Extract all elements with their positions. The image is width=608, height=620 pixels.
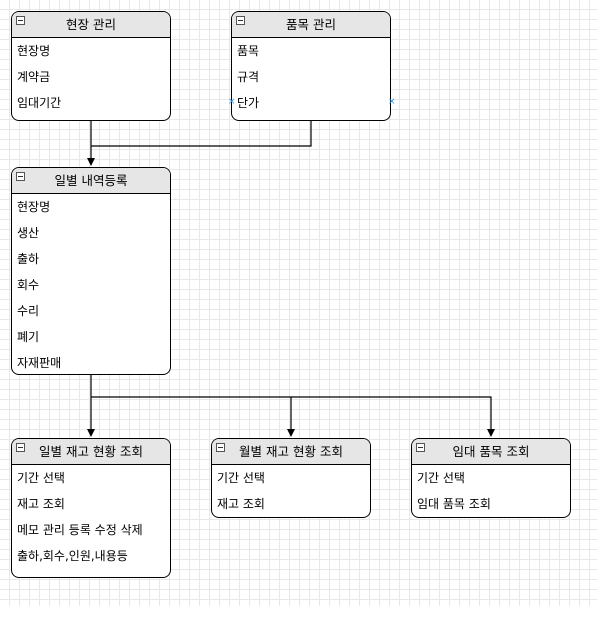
entity-title: 품목 관리 [286, 17, 336, 32]
collapse-icon[interactable] [416, 443, 425, 452]
entity-header: 임대 품목 조회 [412, 439, 570, 465]
connector-item-to-daily-entry[interactable] [91, 121, 312, 147]
entity-row[interactable]: 임대기간 [17, 96, 62, 110]
entity-row[interactable]: 규격 [237, 70, 260, 84]
collapse-icon[interactable] [16, 172, 25, 181]
entity-row[interactable]: 출하 [17, 252, 40, 266]
collapse-icon[interactable] [16, 16, 25, 25]
entity-row[interactable]: 단가 [237, 96, 260, 110]
entity-site-management[interactable]: 현장 관리 현장명 계약금 임대기간 [11, 11, 171, 121]
entity-row[interactable]: 자재판매 [17, 356, 62, 370]
entity-row[interactable]: 품목 [237, 44, 260, 58]
entity-row[interactable]: 기간 선택 [17, 471, 65, 485]
connection-point-icon[interactable]: × [388, 97, 396, 107]
collapse-icon[interactable] [236, 16, 245, 25]
entity-row[interactable]: 생산 [17, 226, 40, 240]
entity-title: 일별 재고 현황 조회 [39, 444, 143, 459]
entity-title: 월별 재고 현황 조회 [239, 444, 343, 459]
collapse-icon[interactable] [16, 443, 25, 452]
entity-header: 월별 재고 현황 조회 [212, 439, 370, 465]
entity-item-management[interactable]: 품목 관리 품목 규격 단가 [231, 11, 391, 121]
entity-header: 현장 관리 [12, 12, 170, 38]
entity-rental-items-inquiry[interactable]: 임대 품목 조회 기간 선택 임대 품목 조회 [411, 438, 571, 518]
entity-row[interactable]: 회수 [17, 278, 40, 292]
entity-header: 일별 재고 현황 조회 [12, 439, 170, 465]
connector-daily-entry-to-monthly-stock[interactable] [91, 396, 295, 437]
entity-row[interactable]: 출하,회수,인원,내용등 [17, 549, 128, 563]
entity-row[interactable]: 기간 선택 [417, 471, 465, 485]
entity-row[interactable]: 임대 품목 조회 [417, 497, 491, 511]
entity-daily-stock-inquiry[interactable]: 일별 재고 현황 조회 기간 선택 재고 조회 메모 관리 등록 수정 삭제 출… [11, 438, 171, 578]
entity-title: 임대 품목 조회 [452, 444, 530, 459]
entity-header: 품목 관리 [232, 12, 390, 38]
entity-row[interactable]: 현장명 [17, 44, 51, 58]
entity-monthly-stock-inquiry[interactable]: 월별 재고 현황 조회 기간 선택 재고 조회 [211, 438, 371, 518]
entity-row[interactable]: 계약금 [17, 70, 51, 84]
collapse-icon[interactable] [216, 443, 225, 452]
entity-row[interactable]: 기간 선택 [217, 471, 265, 485]
entity-title: 현장 관리 [66, 17, 116, 32]
entity-row[interactable]: 폐기 [17, 330, 40, 344]
entity-daily-entry[interactable]: 일별 내역등록 현장명 생산 출하 회수 수리 폐기 자재판매 [11, 167, 171, 375]
connector-daily-entry-to-rental-items[interactable] [291, 396, 495, 437]
entity-title: 일별 내역등록 [54, 173, 128, 188]
entity-row[interactable]: 메모 관리 등록 수정 삭제 [17, 523, 143, 537]
entity-row[interactable]: 재고 조회 [217, 497, 265, 511]
entity-row[interactable]: 현장명 [17, 200, 51, 214]
entity-row[interactable]: 재고 조회 [17, 497, 65, 511]
entity-row[interactable]: 수리 [17, 304, 40, 318]
connection-point-icon[interactable]: × [228, 97, 236, 107]
entity-header: 일별 내역등록 [12, 168, 170, 194]
